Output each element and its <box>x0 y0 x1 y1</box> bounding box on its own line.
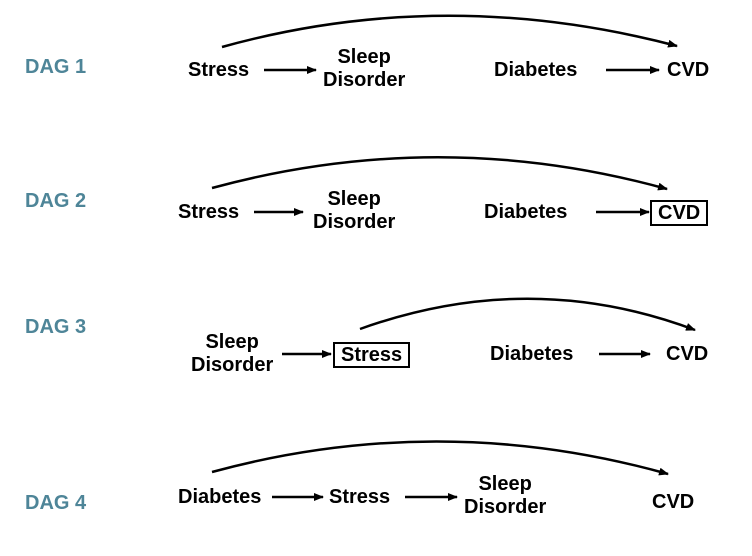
dag2-node-sleep-disorder: Sleep Disorder <box>313 188 395 234</box>
dag1-node-sleep-line2: Disorder <box>323 69 406 91</box>
dag2-label: DAG 2 <box>25 190 87 212</box>
dag4-node-sleep-disorder: Sleep Disorder <box>464 473 546 519</box>
dag3-node-cvd: CVD <box>666 343 709 365</box>
dag3-node-diabetes: Diabetes <box>490 343 574 365</box>
dag2-node-stress: Stress <box>178 201 240 223</box>
dag4-arrow-diabetes-cvd <box>211 440 669 476</box>
dag3-node-stress-boxed: Stress <box>333 342 411 368</box>
dag4-node-sleep-line2: Disorder <box>464 496 547 518</box>
dag3-node-sleep-line2: Disorder <box>191 354 274 376</box>
dag3-label: DAG 3 <box>25 316 87 338</box>
dag1-label: DAG 1 <box>25 56 87 78</box>
dag3-arrow-stress-cvd <box>359 297 696 332</box>
dag4-label: DAG 4 <box>25 492 87 514</box>
dag3-node-sleep-disorder: Sleep Disorder <box>191 331 273 377</box>
dag4-node-diabetes: Diabetes <box>178 486 262 508</box>
dag1-node-stress: Stress <box>188 59 250 81</box>
dag1-node-sleep-line1: Sleep <box>337 46 391 68</box>
dag4-node-stress: Stress <box>329 486 391 508</box>
dag2-node-sleep-line1: Sleep <box>327 188 381 210</box>
dag2-node-diabetes: Diabetes <box>484 201 568 223</box>
dag1-arrow-stress-cvd <box>221 14 678 49</box>
dag4-node-cvd: CVD <box>652 491 695 513</box>
dag2-node-cvd-boxed: CVD <box>650 200 709 226</box>
dag4-node-sleep-line1: Sleep <box>478 473 532 495</box>
dag2-node-sleep-line2: Disorder <box>313 211 396 233</box>
dag1-node-cvd: CVD <box>667 59 710 81</box>
dag2-arrow-stress-cvd <box>211 156 668 191</box>
dag1-node-sleep-disorder: Sleep Disorder <box>323 46 405 92</box>
dag3-node-sleep-line1: Sleep <box>205 331 259 353</box>
dag1-node-diabetes: Diabetes <box>494 59 578 81</box>
